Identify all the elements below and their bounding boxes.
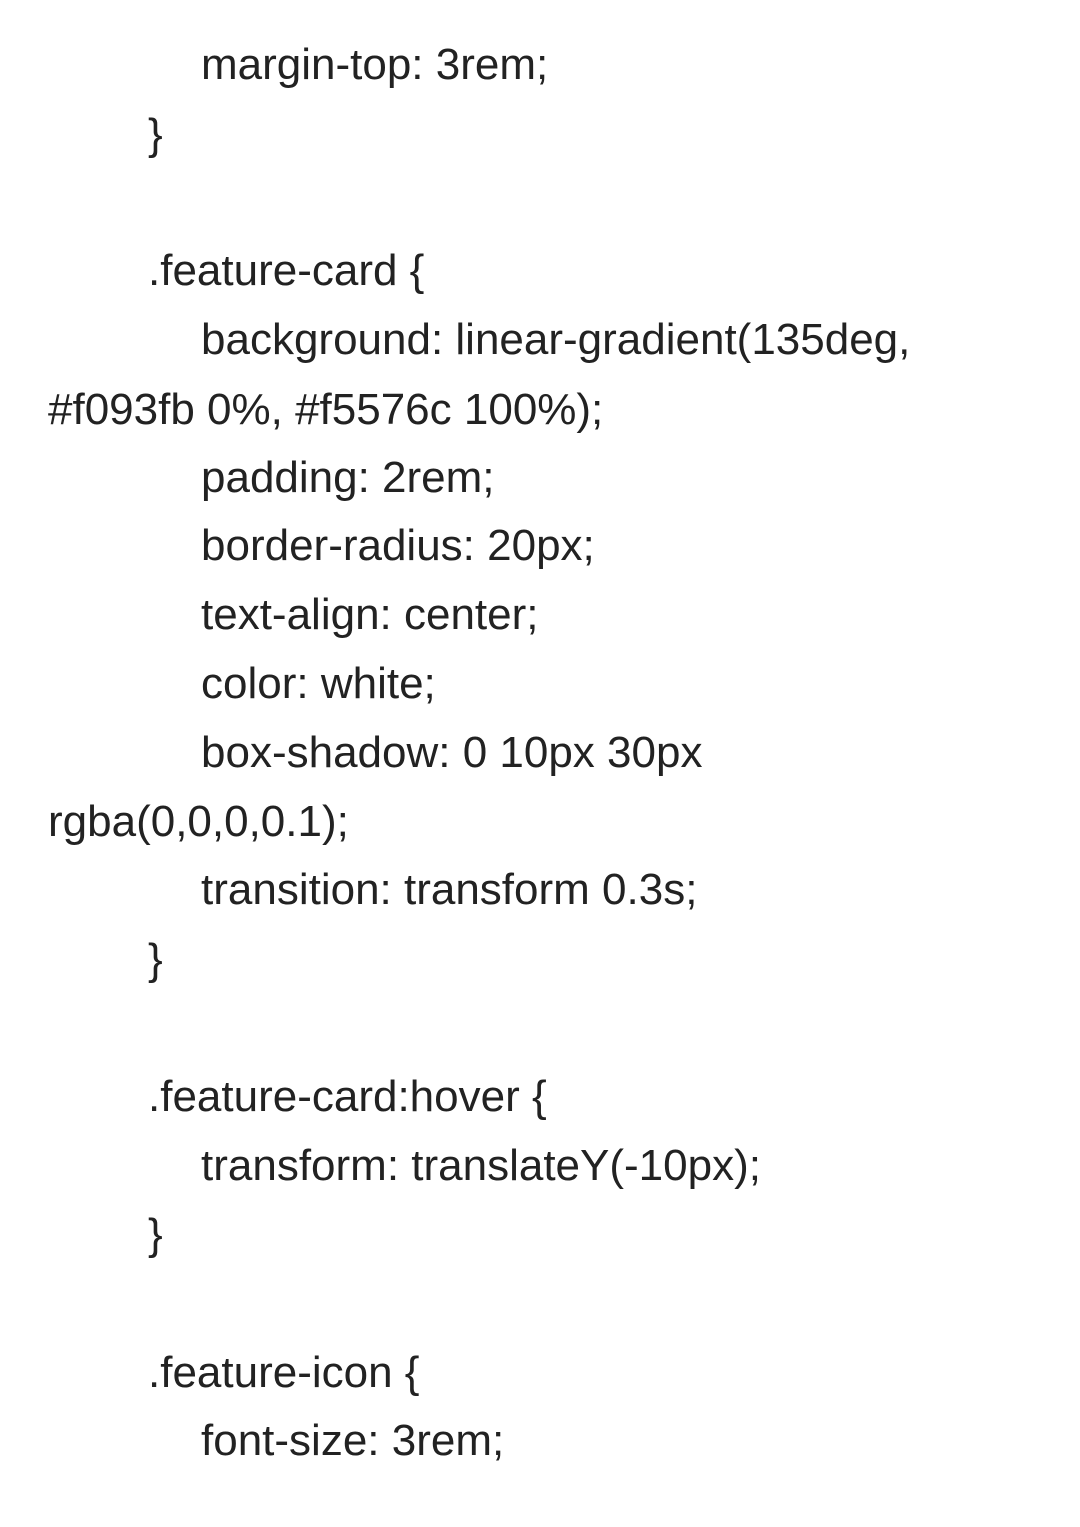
code-line: } <box>148 1210 163 1259</box>
code-line: border-radius: 20px; <box>201 521 595 570</box>
code-line: .feature-icon { <box>148 1348 420 1397</box>
code-line: box-shadow: 0 10px 30px <box>201 728 703 777</box>
code-line: color: white; <box>201 659 436 708</box>
code-line: background: linear-gradient(135deg, <box>201 315 911 364</box>
code-line: text-align: center; <box>201 590 539 639</box>
code-line: margin-top: 3rem; <box>201 40 549 89</box>
code-line: .feature-card:hover { <box>148 1072 547 1121</box>
code-line: rgba(0,0,0,0.1); <box>48 797 349 846</box>
code-line: font-size: 3rem; <box>201 1416 505 1465</box>
code-line: padding: 2rem; <box>201 453 495 502</box>
code-line: .feature-card { <box>148 246 425 295</box>
code-line: transform: translateY(-10px); <box>201 1141 761 1190</box>
code-line: transition: transform 0.3s; <box>201 865 698 914</box>
code-line: } <box>148 110 163 159</box>
code-line: } <box>148 935 163 984</box>
code-line: #f093fb 0%, #f5576c 100%); <box>48 385 604 434</box>
